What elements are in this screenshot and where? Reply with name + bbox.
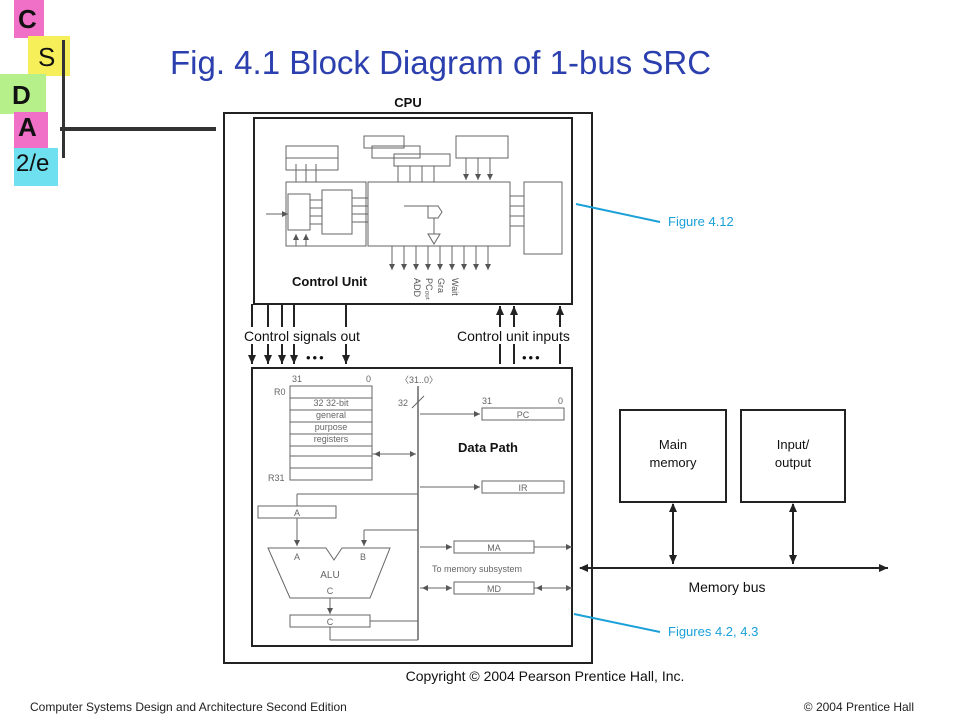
alu-input-b-label: B: [360, 552, 366, 562]
slide-title: Fig. 4.1 Block Diagram of 1-bus SRC: [170, 44, 712, 81]
logo-swatch-green: [0, 74, 46, 114]
logo-letter-c: C: [18, 4, 37, 34]
logo-swatch-pink: [14, 0, 44, 38]
logo-letter-2e: 2/e: [16, 150, 50, 177]
copyright-text: Copyright © 2004 Pearson Prentice Hall, …: [406, 668, 685, 684]
logo-letter-a: A: [18, 112, 37, 142]
footer-right: © 2004 Prentice Hall: [803, 700, 914, 714]
logo-swatch-pink-2: [14, 112, 48, 148]
a-register-label: A: [294, 508, 300, 518]
main-memory-label-line1: Main: [659, 437, 687, 452]
c-register-label: C: [327, 617, 334, 627]
register-r31-label: R31: [268, 473, 285, 483]
datapath-label: Data Path: [458, 440, 518, 455]
regfile-line-1: 32 32-bit: [313, 398, 349, 408]
footer-left: Computer Systems Design and Architecture…: [30, 700, 347, 714]
control-inputs-ellipsis: •••: [522, 350, 542, 365]
control-output-gra: Gra: [436, 278, 446, 293]
alu-label: ALU: [320, 570, 339, 581]
logo-vertical-rule: [62, 40, 65, 158]
main-memory-box: [619, 409, 727, 503]
control-output-pcout: PC₀ᵤₜ: [424, 278, 434, 301]
control-signals-ellipsis: •••: [306, 350, 326, 365]
regfile-line-4: registers: [314, 434, 349, 444]
callout-line-412: [575, 203, 661, 223]
pc-bit-low: 0: [558, 396, 563, 406]
regfile-line-2: general: [316, 410, 346, 420]
io-label-line2: output: [775, 455, 812, 470]
io-box: [740, 409, 846, 503]
cpu-label: CPU: [394, 95, 421, 110]
control-unit-box: [253, 117, 573, 305]
callout-figures-42-43: Figures 4.2, 4.3: [668, 624, 758, 639]
alu-output-c-label: C: [327, 586, 334, 596]
datapath-internals: [257, 385, 572, 641]
datapath-box: [251, 367, 573, 647]
md-register-label: MD: [487, 584, 501, 594]
bus-range-label: 〈31..0〉: [400, 375, 438, 385]
to-memory-label: To memory subsystem: [432, 564, 522, 574]
regfile-bit-high: 31: [292, 374, 302, 384]
logo-swatch-cyan: [14, 148, 58, 186]
csda-logo: C S D A 2/e: [0, 0, 70, 190]
memory-bus-label: Memory bus: [688, 579, 765, 595]
control-unit-label: Control Unit: [292, 274, 368, 289]
bus-width-label: 32: [398, 398, 408, 408]
ir-register-label: IR: [519, 483, 529, 493]
cpu-box: [223, 112, 593, 664]
regfile-bit-low: 0: [366, 374, 371, 384]
ma-register-label: MA: [487, 543, 501, 553]
control-output-add: ADD: [412, 278, 422, 298]
alu-input-a-label: A: [294, 552, 300, 562]
logo-horizontal-rule: [60, 127, 216, 131]
control-output-wait: Wait: [450, 278, 460, 296]
control-unit-inputs-label: Control unit inputs: [457, 328, 570, 344]
main-memory-label-line2: memory: [650, 455, 697, 470]
logo-letter-d: D: [12, 80, 31, 110]
pc-bit-high: 31: [482, 396, 492, 406]
regfile-line-3: purpose: [315, 422, 348, 432]
pc-register-label: PC: [517, 410, 530, 420]
memory-bus-lines: [579, 503, 888, 572]
register-r0-label: R0: [274, 387, 286, 397]
control-unit-internals: [266, 135, 563, 270]
logo-letter-s: S: [38, 42, 56, 72]
callout-line-42-43: [573, 613, 661, 633]
callout-figure-412: Figure 4.12: [668, 214, 734, 229]
io-label-line1: Input/: [777, 437, 810, 452]
control-signals-out-label: Control signals out: [244, 328, 360, 344]
